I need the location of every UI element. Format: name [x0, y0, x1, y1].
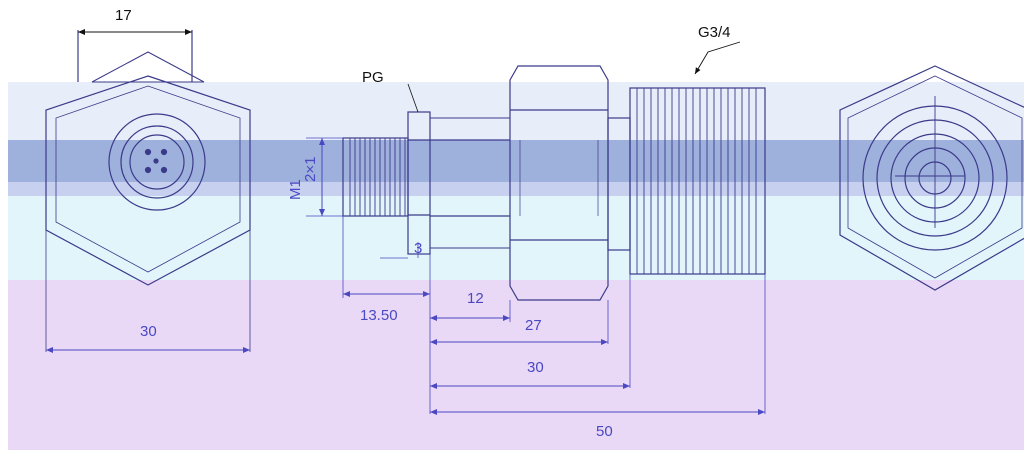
dim-30-side-label: 30 [527, 359, 544, 376]
background-band [8, 280, 1024, 450]
dimension-50: 50 [430, 409, 765, 440]
dimension-27: 27 [430, 317, 608, 345]
dim-27-label: 27 [525, 317, 542, 334]
left-hex-view [45, 30, 251, 352]
dim-12-label: 12 [467, 290, 484, 307]
background-band [8, 140, 1024, 182]
pg-label: PG [362, 69, 384, 86]
dim-3-label: 3 [414, 240, 422, 257]
dim-17-label: 17 [115, 7, 132, 24]
dim-50-label: 50 [596, 423, 613, 440]
right-hex-view [839, 65, 1024, 291]
background-band [8, 82, 1024, 140]
dimension-30-side: 30 [430, 359, 630, 389]
dim-13-50-label: 13.50 [360, 307, 398, 324]
dimension-13-50: 13.50 [343, 291, 430, 324]
side-view [306, 41, 766, 414]
dimension-17: 17 [78, 7, 192, 35]
dim-30-left-label: 30 [140, 323, 157, 340]
background-band [8, 196, 1024, 280]
m-pitch-label: 2×1 [302, 157, 319, 182]
m-label: M1 [287, 179, 304, 200]
dimension-12: 12 [430, 290, 510, 321]
g34-label: G3/4 [698, 24, 731, 41]
background-band [8, 182, 1024, 196]
dimension-m12: M1 2×1 [287, 157, 319, 200]
dimension-30-left: 30 [46, 323, 250, 353]
